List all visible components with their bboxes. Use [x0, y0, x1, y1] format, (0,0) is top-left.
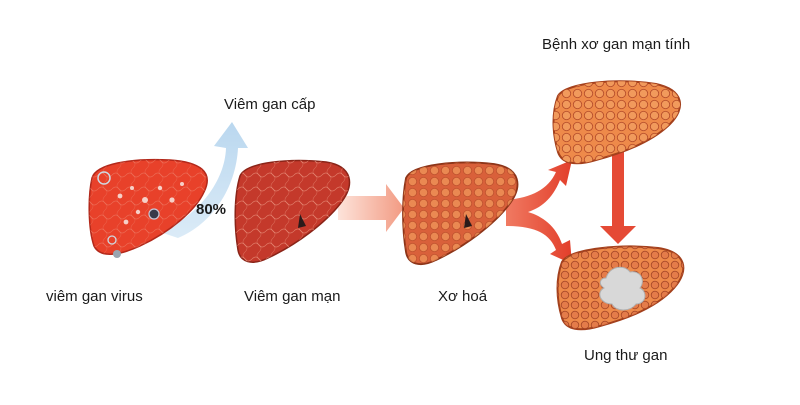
liver-viral-hepatitis: [88, 158, 208, 258]
label-chronic-hepatitis: Viêm gan mạn: [244, 288, 341, 305]
label-viral-hepatitis: viêm gan virus: [46, 288, 143, 305]
liver-chronic-hepatitis: [234, 159, 351, 263]
label-chronic-cirrhosis: Bệnh xơ gan mạn tính: [542, 36, 691, 53]
liver-cancer: [556, 245, 685, 331]
liver-fibrosis: [402, 161, 519, 266]
tumor-mass: [599, 266, 646, 311]
progression-arrow-1: [338, 184, 404, 232]
acute-percent-label: 80%: [196, 201, 227, 218]
label-acute-hepatitis: Viêm gan cấp: [224, 96, 316, 113]
label-fibrosis: Xơ hoá: [438, 288, 488, 305]
label-liver-cancer: Ung thư gan: [584, 347, 668, 364]
liver-cirrhosis: [552, 80, 681, 165]
acute-hepatitis-arrow: [160, 122, 248, 238]
cirrhosis-to-cancer-arrow: [600, 148, 636, 244]
split-arrow: [506, 160, 572, 264]
